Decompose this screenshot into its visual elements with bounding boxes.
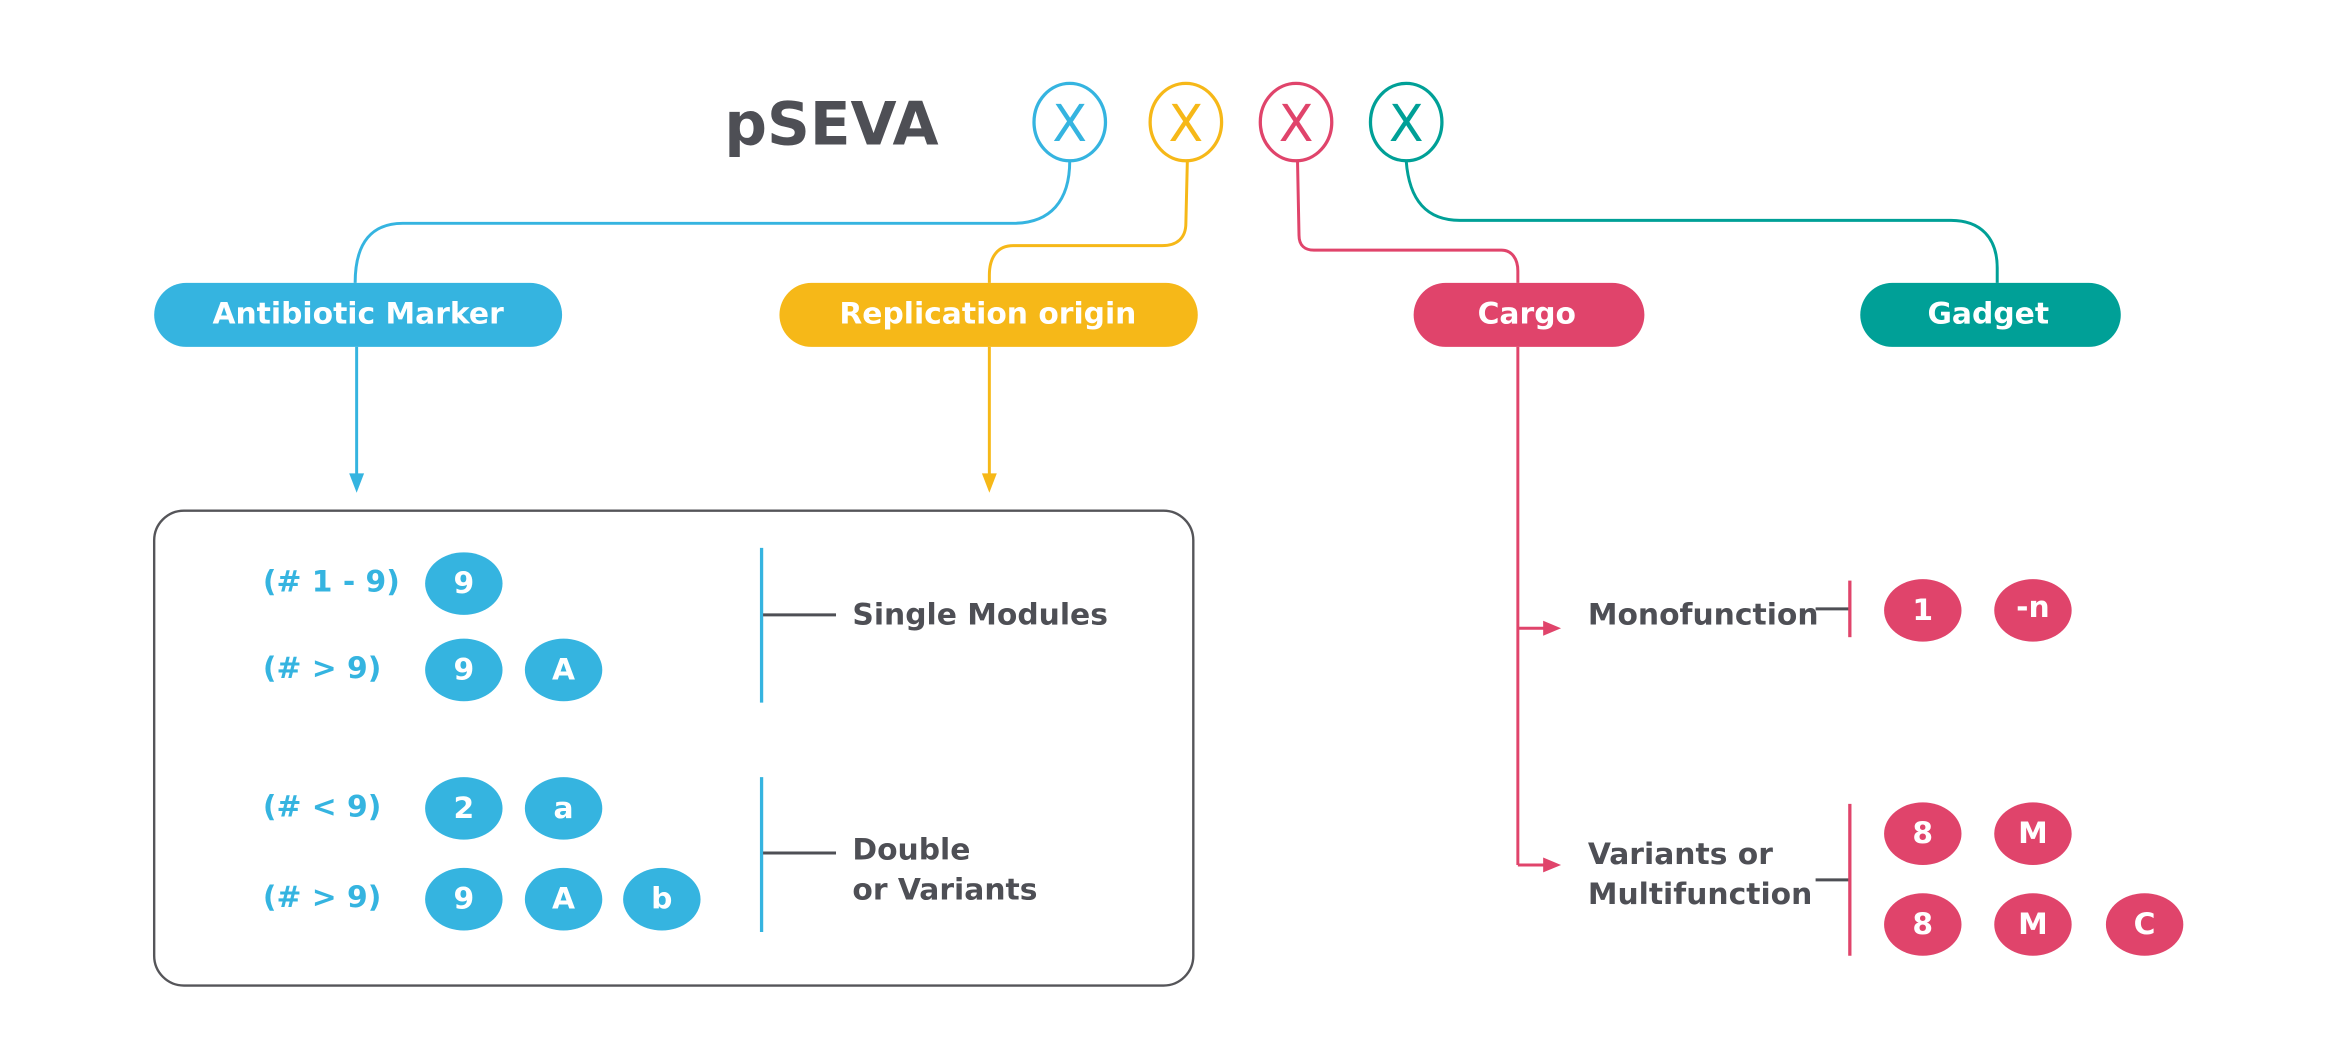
category-label: Cargo [1478,297,1576,332]
cargo-description: Multifunction [1588,877,1813,912]
position-letter: X [1279,94,1314,153]
svg-text:a: a [554,791,574,826]
category-gadget: Gadget [1860,282,2121,347]
cargo-description: Monofunction [1588,597,1819,632]
category-cargo: Cargo [1413,282,1645,347]
category-pill [1860,282,2121,347]
svg-text:9: 9 [453,652,474,687]
modules-box [152,509,1195,987]
cargo-chip: M [1994,802,2072,865]
category-replication-origin: Replication origin [779,282,1198,347]
module-chip: 9 [425,638,503,702]
module-chip: 9 [425,867,503,931]
position-1: X [1148,81,1224,163]
module-chip: a [524,777,603,840]
svg-text:b: b [651,882,672,917]
condition-label: (# > 9) [263,651,382,686]
condition-label: (# > 9) [263,880,382,915]
module-chip: 9 [425,552,503,615]
cargo-chip: 8 [1884,893,1962,956]
cargo-chip: C [2105,893,2184,956]
svg-text:M: M [2018,907,2048,942]
svg-text:9: 9 [453,882,474,917]
category-label: Gadget [1928,297,2050,332]
cargo-chip: -n [1994,579,2072,642]
category-label: Antibiotic Marker [212,297,504,332]
svg-text:A: A [552,652,575,687]
position-letter: X [1389,94,1424,153]
group-description: Double [852,833,970,868]
svg-text:-n: -n [2016,590,2050,625]
arrow-antibiotic-head [349,473,365,493]
condition-label: (# < 9) [263,789,382,824]
position-letter: X [1169,94,1204,153]
cargo-chip: 8 [1884,802,1962,865]
group-description: or Variants [852,873,1037,908]
svg-text:A: A [552,882,575,917]
category-antibiotic-marker: Antibiotic Marker [154,282,563,347]
cargo-branch-multi-arrow [1543,857,1562,873]
cargo-branch-mono-arrow [1543,620,1562,636]
position-3: X [1368,81,1444,163]
category-label: Replication origin [839,297,1136,332]
svg-text:C: C [2134,907,2156,942]
module-chip: A [524,867,603,931]
svg-text:2: 2 [453,791,474,826]
category-pill [154,282,563,347]
module-chip: 2 [425,777,503,840]
svg-text:1: 1 [1912,593,1933,628]
position-circle [1258,81,1334,163]
category-pill [779,282,1198,347]
position-0: X [1032,81,1108,163]
svg-text:8: 8 [1912,907,1933,942]
category-pill [1413,282,1645,347]
svg-text:9: 9 [453,566,474,601]
diagram-title: pSEVA [724,90,938,159]
svg-text:M: M [2018,816,2048,851]
position-letter: X [1052,94,1087,153]
position-2: X [1258,81,1334,163]
cargo-chip: M [1994,893,2072,956]
condition-label: (# 1 - 9) [263,565,400,600]
connector-gadget [1404,160,1999,283]
cargo-chip: 1 [1884,579,1962,642]
cargo-description: Variants or [1588,837,1773,872]
module-chip: b [623,867,701,931]
group-description: Single Modules [852,597,1108,632]
connector-cargo [1296,160,1520,283]
arrow-replication-head [981,473,997,493]
connector-replication [987,160,1189,283]
connector-antibiotic [353,160,1072,283]
svg-text:8: 8 [1912,816,1933,851]
module-chip: A [524,638,603,702]
